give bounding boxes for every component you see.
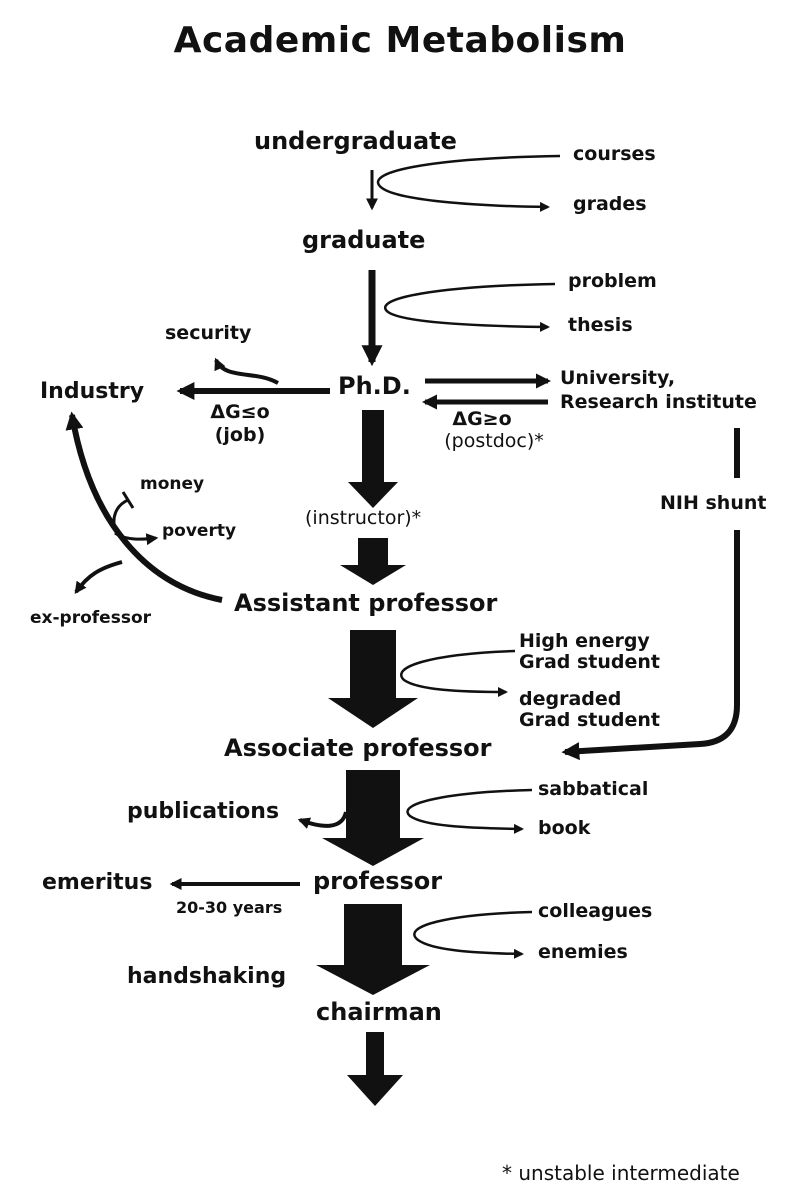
footnote: * unstable intermediate [502, 1161, 740, 1185]
loop-problem-thesis [384, 282, 556, 332]
arrow-professor-to-chairman [316, 904, 430, 995]
arrow-instructor-to-assistant [340, 538, 406, 585]
label-courses: courses [573, 143, 656, 165]
label-ex-professor: ex-professor [30, 608, 152, 628]
label-job: (job) [214, 424, 266, 446]
label-postdoc: (postdoc)* [444, 430, 544, 452]
label-dg-job: ΔG≤o [210, 401, 270, 423]
arrow-phd-to-instructor [348, 410, 398, 508]
stage-graduate: graduate [302, 226, 426, 254]
label-university-2: Research institute [560, 391, 757, 413]
label-grades: grades [573, 193, 647, 215]
arrow-assistant-to-associate [328, 630, 418, 728]
label-sabbatical: sabbatical [538, 778, 649, 800]
label-money: money [140, 474, 205, 494]
label-high-energy-2: Grad student [519, 651, 661, 673]
stage-instructor: (instructor)* [305, 507, 422, 529]
label-degraded-2: Grad student [519, 709, 661, 731]
inhibit-money [112, 498, 129, 531]
loop-colleagues-enemies [413, 910, 533, 959]
label-colleagues: colleagues [538, 900, 653, 922]
arrow-security [214, 357, 279, 385]
label-publications: publications [127, 799, 280, 824]
stage-chairman: chairman [316, 998, 442, 1026]
arrow-ex-professor [74, 560, 123, 594]
loop-sabbatical-book [406, 788, 533, 834]
label-university-1: University, [560, 367, 676, 389]
loop-courses-grades [376, 154, 561, 212]
label-emeritus: emeritus [42, 870, 153, 895]
label-dg-postdoc: ΔG≥o [452, 408, 512, 430]
label-book: book [538, 817, 591, 839]
label-enemies: enemies [538, 941, 628, 963]
nih-shunt-arrow [561, 530, 740, 761]
stage-assistant-professor: Assistant professor [234, 589, 498, 617]
arrow-chairman-out [347, 1032, 403, 1106]
diagram-title: Academic Metabolism [173, 20, 627, 61]
label-years: 20-30 years [176, 898, 283, 917]
label-problem: problem [568, 270, 657, 292]
stage-associate-professor: Associate professor [224, 734, 492, 762]
arrow-associate-to-professor [322, 770, 424, 866]
label-security: security [165, 322, 252, 344]
label-thesis: thesis [568, 314, 633, 336]
label-poverty: poverty [162, 521, 237, 541]
label-degraded-1: degraded [519, 688, 622, 710]
loop-highenergy-degraded [400, 649, 516, 697]
arrow-poverty [114, 531, 159, 546]
inhibit-money-bar [121, 491, 135, 509]
arrow-assistant-to-industry [65, 411, 223, 603]
label-high-energy-1: High energy [519, 630, 650, 652]
stage-undergraduate: undergraduate [254, 127, 457, 155]
label-industry: Industry [40, 379, 145, 404]
stage-phd: Ph.D. [338, 372, 411, 400]
stage-professor: professor [313, 867, 443, 895]
label-nih-shunt: NIH shunt [660, 492, 767, 514]
label-handshaking: handshaking [127, 964, 287, 989]
arrow-publications [297, 811, 348, 829]
